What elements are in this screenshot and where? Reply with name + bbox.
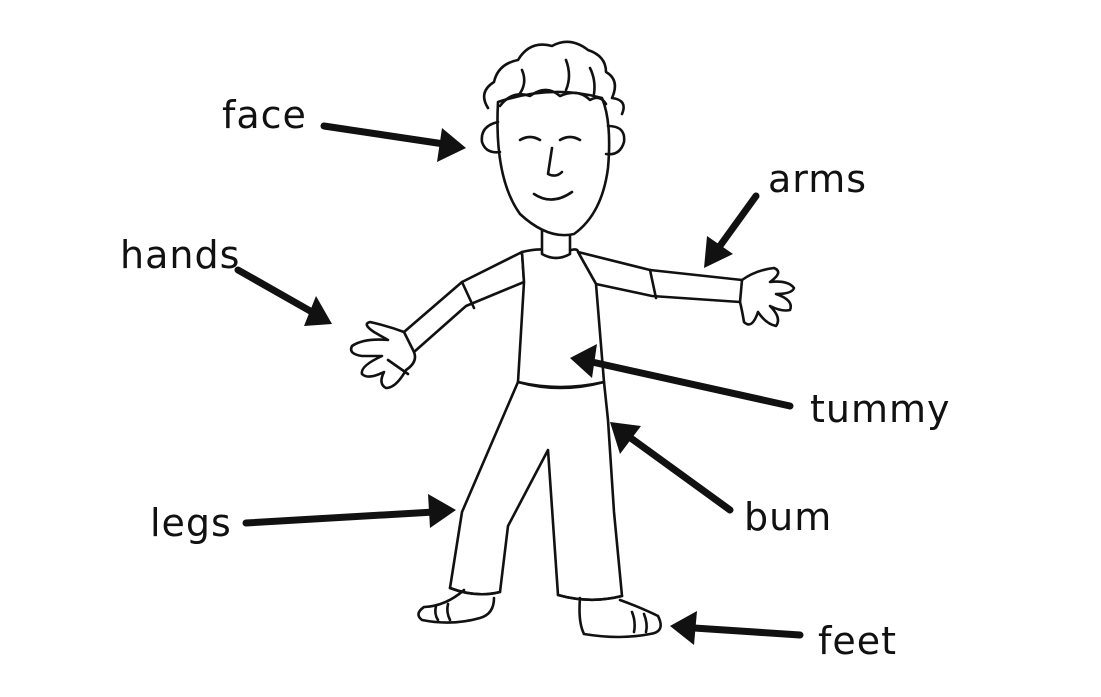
label-feet: feet	[818, 619, 897, 663]
feet-drawing	[418, 590, 660, 637]
arrow-feet	[670, 611, 800, 645]
legs-drawing	[450, 382, 622, 600]
arrow-bum	[610, 422, 730, 510]
label-hands: hands	[120, 233, 240, 277]
arrow-legs	[246, 494, 456, 528]
child-figure	[351, 42, 794, 637]
label-legs: legs	[150, 501, 232, 545]
arrow-face	[324, 126, 466, 162]
label-arms: arms	[768, 157, 867, 201]
label-face: face	[222, 93, 307, 137]
head-drawing	[482, 42, 624, 235]
label-bum: bum	[744, 495, 832, 539]
label-tummy: tummy	[810, 387, 951, 431]
arrow-hands	[238, 270, 332, 326]
arrow-arms	[704, 196, 756, 268]
face-outline	[497, 92, 609, 235]
